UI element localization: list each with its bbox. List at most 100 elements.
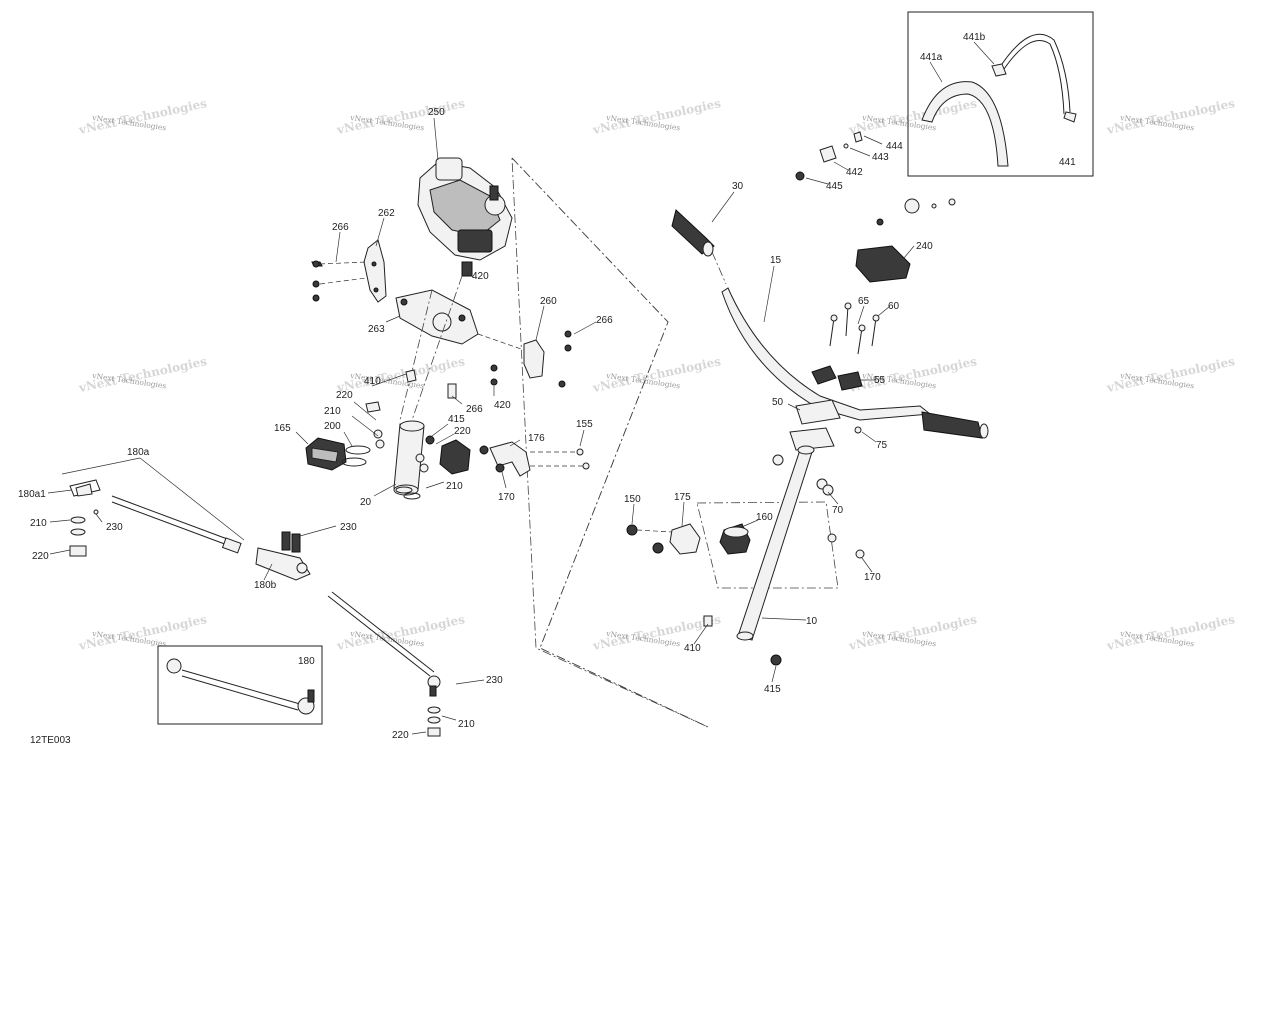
mount-plate-263: [395, 289, 479, 345]
steering-column-10: [703, 445, 815, 666]
power-steering-unit: [417, 157, 513, 277]
callout-210: 210: [458, 719, 475, 730]
callout-415: 415: [764, 684, 781, 695]
callout-155: 155: [576, 419, 593, 430]
callout-220: 220: [336, 390, 353, 401]
callout-75: 75: [876, 440, 888, 451]
callout-200: 200: [324, 421, 341, 432]
bracket-176: [479, 441, 590, 477]
bracket-262: [363, 239, 387, 303]
callout-260: 260: [540, 296, 557, 307]
tie-rod-180a: [69, 479, 242, 554]
callout-15: 15: [770, 255, 782, 266]
callout-165: 165: [274, 423, 291, 434]
bolts-60-65: [829, 302, 880, 355]
callout-170: 170: [864, 572, 881, 583]
handlebar-15: [721, 287, 989, 439]
callout-50: 50: [772, 397, 784, 408]
grip-30: [671, 209, 727, 285]
callout-70: 70: [832, 505, 844, 516]
callout-160: 160: [756, 512, 773, 523]
callout-445: 445: [826, 181, 843, 192]
callout-441: 441: [1059, 157, 1076, 168]
callout-60: 60: [888, 301, 900, 312]
fasteners-column: [365, 369, 457, 500]
assembly-outline-dashed-main: [511, 157, 709, 728]
callout-263: 263: [368, 324, 385, 335]
callout-220: 220: [32, 551, 49, 562]
callout-410: 410: [684, 643, 701, 654]
callout-420: 420: [494, 400, 511, 411]
callout-labels: 250 262 266 420 260 266 263 410 266 420 …: [18, 32, 1076, 741]
callout-266: 266: [466, 404, 483, 415]
clamp-175-160: [626, 523, 865, 559]
callout-442: 442: [846, 167, 863, 178]
callout-210: 210: [30, 518, 47, 529]
callout-444: 444: [886, 141, 903, 152]
callout-441a: 441a: [920, 52, 943, 63]
tie-rod-right-lower: [327, 591, 441, 737]
switch-240: [855, 198, 956, 283]
callout-65: 65: [858, 296, 870, 307]
callout-441b: 441b: [963, 32, 986, 43]
callout-176: 176: [528, 433, 545, 444]
inset-box-180: [157, 645, 323, 725]
callout-266: 266: [596, 315, 613, 326]
bushing-165: [305, 437, 347, 471]
callout-180a: 180a: [127, 447, 150, 458]
clamp-parts-441-series: [795, 131, 863, 181]
callout-415: 415: [448, 414, 465, 425]
callout-30: 30: [732, 181, 744, 192]
bushing-right: [439, 439, 471, 475]
callout-240: 240: [916, 241, 933, 252]
callout-443: 443: [872, 152, 889, 163]
leader-lines: [47, 41, 995, 735]
callout-230: 230: [106, 522, 123, 533]
figure-reference-code: 12TE003: [30, 735, 71, 746]
callout-55: 55: [874, 375, 886, 386]
callout-230: 230: [340, 522, 357, 533]
callout-220: 220: [392, 730, 409, 741]
callout-175: 175: [674, 492, 691, 503]
callout-180a1: 180a1: [18, 489, 46, 500]
callout-410: 410: [364, 376, 381, 387]
bracket-260: [477, 330, 572, 388]
callout-180: 180: [298, 656, 315, 667]
callout-180b: 180b: [254, 580, 277, 591]
callout-150: 150: [624, 494, 641, 505]
callout-262: 262: [378, 208, 395, 219]
nuts-70: [772, 454, 834, 496]
callout-250: 250: [428, 107, 445, 118]
callout-10: 10: [806, 616, 818, 627]
callout-210: 210: [446, 481, 463, 492]
callout-420: 420: [472, 271, 489, 282]
rings-200: [341, 445, 371, 467]
callout-170: 170: [498, 492, 515, 503]
callout-266: 266: [332, 222, 349, 233]
callout-220: 220: [454, 426, 471, 437]
inset-box-441: [907, 11, 1094, 177]
clamps-50-55: [789, 365, 863, 451]
callout-230: 230: [486, 675, 503, 686]
callout-210: 210: [324, 406, 341, 417]
callout-20: 20: [360, 497, 372, 508]
washers-210-220-left: [69, 509, 99, 557]
